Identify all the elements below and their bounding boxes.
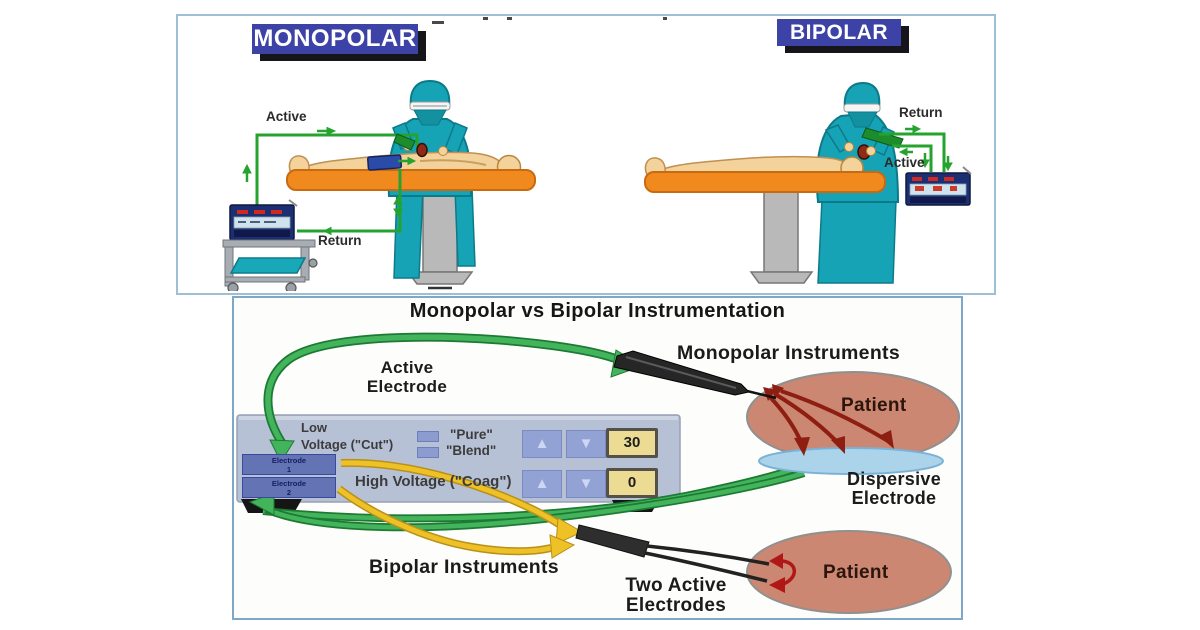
pure-mode-button xyxy=(417,431,439,442)
surgeon-cap xyxy=(843,81,881,110)
blend-mode-button xyxy=(417,447,439,458)
monopolar-scene-drawing xyxy=(222,79,536,291)
electrode-2-button: Electrode 2 xyxy=(242,477,336,498)
surgeon-gown xyxy=(454,187,476,267)
instrumentation-comparison-panel: Monopolar vs Bipolar Instrumentation Act… xyxy=(232,296,963,620)
cropped-text-fragment xyxy=(432,17,667,24)
patient-label-monopolar: Patient xyxy=(841,395,907,416)
current-direction-arrows xyxy=(898,124,953,172)
operating-table xyxy=(286,169,536,191)
cut-up-button: ▲ xyxy=(522,430,562,458)
low-voltage-label-line2: Voltage ("Cut") xyxy=(301,437,394,452)
table-base xyxy=(749,271,814,284)
cut-down-button: ▼ xyxy=(566,430,606,458)
monopolar-bipolar-scenes-panel: MONOPOLAR BIPOLAR Active Return Return A… xyxy=(176,14,996,295)
bipolar-return-label: Return xyxy=(899,105,943,120)
patient-body-bipolar xyxy=(746,530,952,614)
bottom-panel-title: Monopolar vs Bipolar Instrumentation xyxy=(409,300,786,322)
table-pedestal xyxy=(422,187,458,273)
monopolar-instrument-drawing xyxy=(613,350,777,400)
return-pad xyxy=(367,154,403,171)
coag-down-button: ▼ xyxy=(566,470,606,498)
electrosurgical-generator xyxy=(905,166,972,206)
electrosurgical-generator xyxy=(229,199,298,241)
return-wire xyxy=(879,132,946,172)
surgeon-hand xyxy=(866,146,876,156)
surgical-site xyxy=(416,142,428,158)
surgeon-goggles xyxy=(843,103,881,113)
coag-up-button: ▲ xyxy=(522,470,562,498)
current-direction-arrows xyxy=(242,126,417,236)
bipolar-instruments-label: Bipolar Instruments xyxy=(369,556,559,578)
monopolar-title-box: MONOPOLAR xyxy=(252,24,418,54)
tissue-current-arrows xyxy=(763,384,894,456)
active-wire xyxy=(892,144,933,172)
cut-power-display: 30 xyxy=(606,428,658,458)
operating-table xyxy=(644,171,886,193)
bipolar-tip-current-arrow xyxy=(769,553,796,593)
bipolar-scene-drawing xyxy=(644,81,972,284)
monopolar-instruments-label: Monopolar Instruments xyxy=(677,342,900,364)
pure-label: "Pure" xyxy=(450,427,493,442)
two-active-electrodes-label: Two Active Electrodes xyxy=(625,575,727,616)
coag-power-display: 0 xyxy=(606,468,658,498)
active-electrode-pencil xyxy=(393,133,416,151)
bipolar-instrument-drawing xyxy=(575,524,770,583)
electrode-1-button: Electrode 1 xyxy=(242,454,336,475)
table-pedestal xyxy=(763,189,799,273)
table-base xyxy=(406,271,474,285)
bipolar-current-path xyxy=(336,458,584,559)
surgeon-hand xyxy=(844,142,854,152)
bipolar-active-label: Active xyxy=(884,155,925,170)
surgeon-mask xyxy=(847,111,878,128)
dispersive-electrode-label: Dispersive Electrode xyxy=(846,469,942,508)
top-scenes-illustration xyxy=(222,17,972,291)
active-electrode-label: Active Electrode xyxy=(366,358,448,396)
bipolar-title-box: BIPOLAR xyxy=(777,19,901,46)
monopolar-active-label: Active xyxy=(266,109,307,124)
surgeon-gown xyxy=(817,199,897,284)
high-voltage-label: High Voltage ("Coag") xyxy=(355,473,512,490)
surgeon-cap xyxy=(409,79,451,108)
ground-symbol xyxy=(428,286,452,290)
surgeon-mask xyxy=(413,109,447,126)
patient-label-bipolar: Patient xyxy=(823,562,889,583)
active-wire xyxy=(255,133,419,206)
blend-label: "Blend" xyxy=(446,443,497,458)
low-voltage-label-line1: Low xyxy=(301,420,327,435)
surgeon-hand xyxy=(438,146,448,156)
dispersive-electrode-pad xyxy=(758,447,944,475)
monopolar-return-label: Return xyxy=(318,233,362,248)
generator-cart xyxy=(222,239,318,291)
